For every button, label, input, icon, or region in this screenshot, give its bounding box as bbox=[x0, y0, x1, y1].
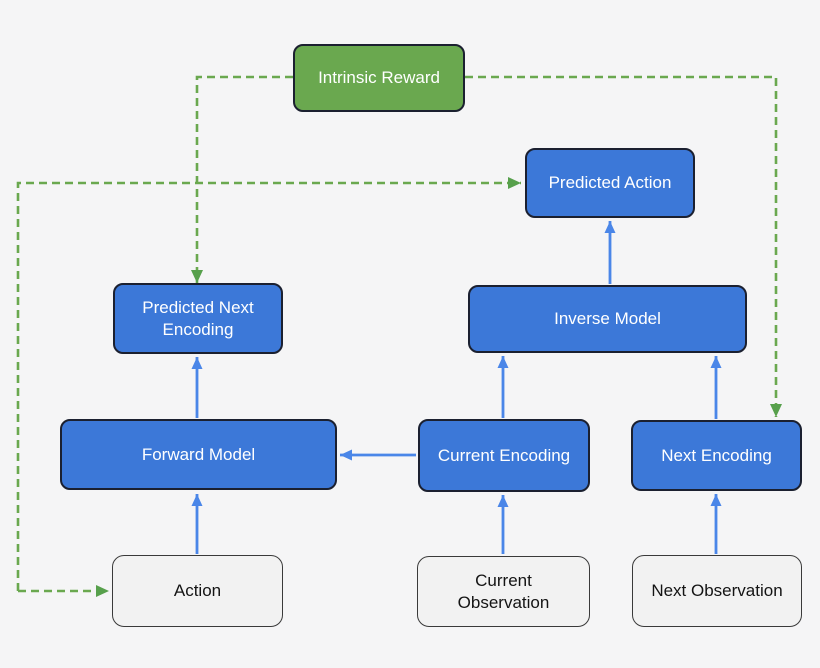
node-next-encoding-label: Next Encoding bbox=[661, 445, 772, 465]
node-forward-model-label: Forward Model bbox=[141, 444, 256, 464]
node-intrinsic-reward: Intrinsic Reward bbox=[293, 44, 465, 112]
node-forward-model: Forward Model bbox=[60, 419, 337, 490]
node-predicted-next-encoding-label: Predicted Next Encoding bbox=[142, 297, 254, 339]
node-next-observation: Next Observation bbox=[632, 555, 802, 627]
node-next-observation-label: Next Observation bbox=[651, 581, 783, 600]
node-current-encoding-label: Current Encoding bbox=[437, 445, 571, 465]
node-current-observation-label: Current Observation bbox=[457, 570, 550, 612]
node-predicted-action: Predicted Action bbox=[525, 148, 695, 218]
edge-intrinsic-reward-to-predicted-next-encoding bbox=[191, 75, 293, 283]
node-predicted-next-encoding: Predicted Next Encoding bbox=[113, 283, 283, 354]
node-action: Action bbox=[112, 555, 283, 627]
node-current-encoding: Current Encoding bbox=[418, 419, 590, 492]
node-intrinsic-reward-label: Intrinsic Reward bbox=[318, 68, 440, 87]
node-next-encoding: Next Encoding bbox=[631, 420, 802, 491]
node-inverse-model-label: Inverse Model bbox=[554, 309, 661, 328]
edge-feedback-loop-to-predicted-action bbox=[16, 177, 521, 591]
node-predicted-action-label: Predicted Action bbox=[548, 173, 672, 192]
edge-intrinsic-reward-to-next-encoding bbox=[465, 75, 782, 417]
node-inverse-model: Inverse Model bbox=[468, 285, 747, 353]
node-action-label: Action bbox=[173, 581, 222, 600]
node-current-observation: Current Observation bbox=[417, 556, 590, 627]
